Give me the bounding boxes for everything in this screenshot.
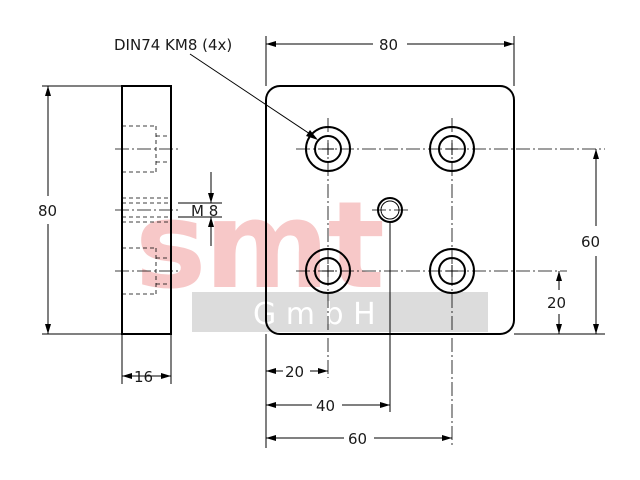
dim-top-width-label: 80 bbox=[379, 36, 398, 54]
dim-side-height-label: 80 bbox=[38, 202, 57, 220]
dim-bottom-60: 60 bbox=[266, 430, 452, 448]
thread-callout: DIN74 KM8 (4x) bbox=[114, 36, 318, 140]
thread-callout-label: DIN74 KM8 (4x) bbox=[114, 36, 232, 54]
side-view bbox=[115, 85, 178, 335]
threaded-hole-center bbox=[372, 197, 408, 412]
dim-side-thickness-label: 16 bbox=[134, 368, 153, 386]
dim-side-thickness: 16 bbox=[121, 334, 172, 386]
dim-bottom-20: 20 bbox=[265, 334, 328, 448]
thread-size-label: M 8 bbox=[191, 202, 218, 220]
dim-bottom-40-label: 40 bbox=[316, 397, 335, 415]
dim-top-width: 80 bbox=[265, 36, 515, 86]
countersunk-hole-bottom-right bbox=[429, 248, 475, 294]
watermark: smt G m b H bbox=[135, 177, 488, 332]
countersunk-hole-top-right bbox=[429, 126, 475, 172]
dim-bottom-60-label: 60 bbox=[348, 430, 367, 448]
dim-side-height: 80 bbox=[38, 85, 122, 335]
watermark-band bbox=[192, 292, 488, 332]
front-view bbox=[265, 85, 605, 446]
thread-size-callout: M 8 bbox=[178, 172, 222, 246]
watermark-company: G m b H bbox=[253, 297, 376, 332]
dim-right-offset-label: 20 bbox=[547, 294, 566, 312]
countersunk-hole-top-left bbox=[305, 126, 351, 172]
dim-right-offset: 20 bbox=[547, 271, 566, 334]
countersunk-hole-bottom-left bbox=[305, 248, 351, 294]
side-view-hidden-thread bbox=[122, 197, 171, 223]
dim-bottom-20-label: 20 bbox=[285, 363, 304, 381]
dim-right-height-label: 60 bbox=[581, 233, 600, 251]
dim-bottom-40: 40 bbox=[266, 397, 390, 415]
